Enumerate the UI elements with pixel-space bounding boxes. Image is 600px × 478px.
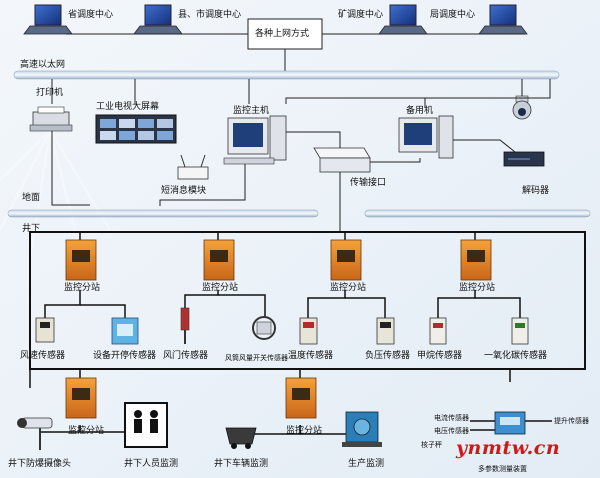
label-network-mode: 各种上网方式 (255, 29, 310, 39)
label-current-sensor: 电流传感器 (434, 414, 469, 422)
personnel-icon (124, 402, 168, 448)
label-substation-1: 监控分站 (64, 283, 101, 293)
host-computer-icon (223, 115, 287, 165)
label-substation-2: 监控分站 (202, 283, 239, 293)
label-sms: 短消息模块 (161, 186, 207, 196)
label-printer: 打印机 (36, 88, 64, 98)
methane-sensor-icon (429, 317, 447, 345)
laptop-icon-county (133, 4, 183, 35)
ground-bus-right (364, 209, 591, 218)
label-methane: 甲烷传感器 (417, 351, 463, 361)
label-vehicle: 井下车辆监测 (214, 459, 269, 469)
mine-cart-icon (225, 427, 257, 449)
fan-switch-sensor-icon (252, 316, 276, 340)
label-bureau: 局调度中心 (430, 10, 476, 20)
label-personnel: 井下人员监测 (124, 459, 179, 469)
negative-pressure-sensor-icon (376, 317, 395, 345)
substation-icon-6 (285, 377, 317, 419)
decoder-icon (503, 151, 545, 167)
label-host: 监控主机 (233, 106, 270, 116)
substation-icon-4 (460, 239, 492, 281)
air-door-sensor-icon (180, 307, 190, 344)
label-wind-speed: 风速传感器 (20, 351, 66, 361)
label-fan-switch: 风筒风量开关传感器 (225, 354, 288, 362)
printer-icon (29, 106, 73, 132)
production-machine-icon (342, 411, 382, 447)
label-temperature: 温度传感器 (288, 351, 334, 361)
wind-speed-sensor-icon (35, 317, 55, 343)
label-substation-4: 监控分站 (459, 283, 496, 293)
label-county-city: 县、市调度中心 (178, 10, 242, 20)
substation-icon-1 (65, 239, 97, 281)
dome-camera-icon (512, 95, 532, 120)
label-substation-6: 监控分站 (286, 426, 323, 436)
label-voltage-sensor: 电压传感器 (434, 427, 469, 435)
label-partial-b: 多参数测量装置 (478, 465, 527, 473)
label-mine: 矿调度中心 (338, 10, 384, 20)
watermark: ynmtw.cn (456, 437, 561, 459)
backup-computer-icon (398, 115, 454, 159)
label-substation-5: 监控分站 (68, 426, 105, 436)
label-backup: 备用机 (406, 106, 434, 116)
label-underground: 井下 (22, 224, 41, 234)
label-equipment: 设备开停传感器 (93, 351, 157, 361)
equipment-sensor-icon (111, 317, 139, 345)
label-ethernet: 高速以太网 (20, 60, 66, 70)
label-ground: 地面 (22, 193, 41, 203)
interface-box-icon (313, 147, 371, 173)
tv-wall-icon (95, 114, 177, 144)
sms-module-icon (177, 154, 209, 180)
label-tv-wall: 工业电视大屏幕 (96, 102, 160, 112)
label-decoder: 解码器 (522, 186, 550, 196)
explosion-proof-camera-icon (17, 417, 53, 450)
label-negative-pressure: 负压传感器 (365, 351, 411, 361)
label-air-door: 风门传感器 (163, 351, 209, 361)
temperature-sensor-icon (299, 317, 318, 345)
ethernet-bus (13, 70, 560, 80)
substation-icon-3 (330, 239, 362, 281)
label-lift-sensor: 提升传感器 (554, 417, 589, 425)
laptop-icon-province (23, 4, 73, 35)
substation-icon-5 (65, 377, 97, 419)
label-production: 生产监测 (348, 459, 385, 469)
label-substation-3: 监控分站 (330, 283, 367, 293)
multi-parameter-device-icon (494, 411, 526, 435)
label-partial-a: 核子秤 (421, 441, 442, 449)
label-co: 一氧化碳传感器 (484, 351, 548, 361)
laptop-icon-bureau (478, 4, 528, 35)
label-camera: 井下防爆摄像头 (8, 459, 72, 469)
label-interface: 传输接口 (350, 178, 387, 188)
substation-icon-2 (203, 239, 235, 281)
co-sensor-icon (511, 317, 529, 345)
label-province: 省调度中心 (68, 10, 114, 20)
ground-bus (7, 209, 319, 218)
